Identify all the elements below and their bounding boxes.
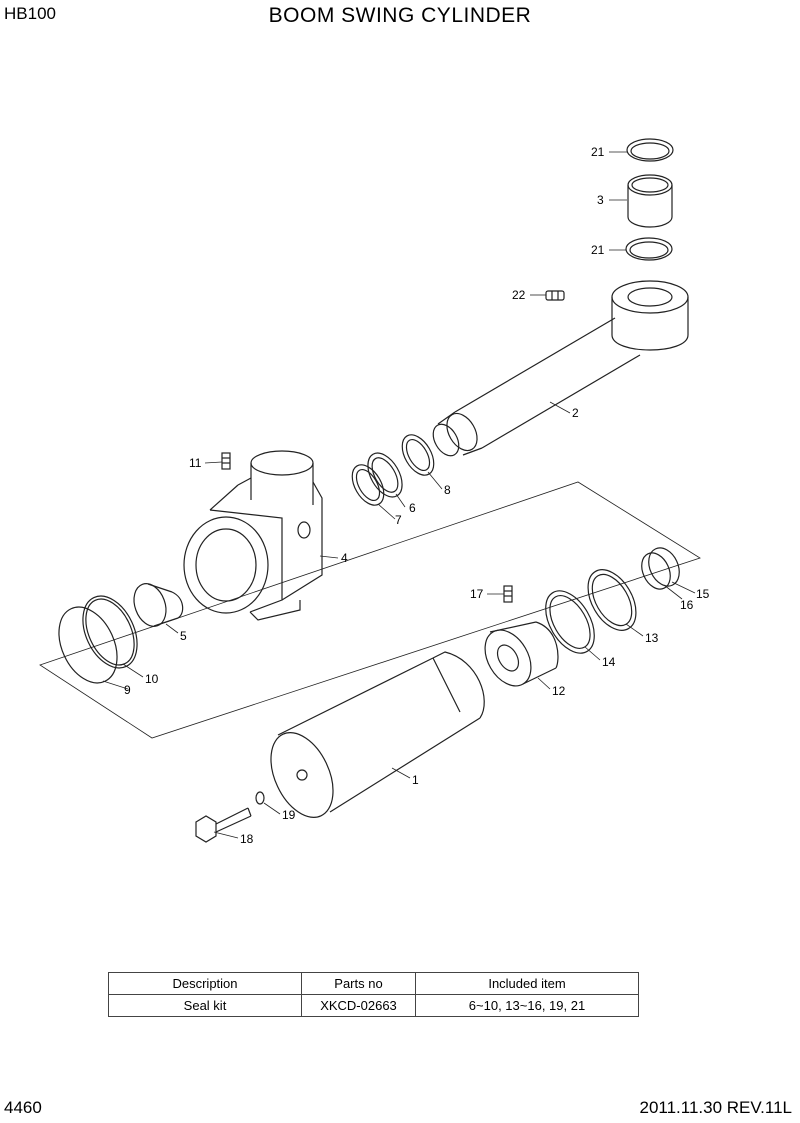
part-14-ring [545,590,595,654]
callout-8: 8 [444,483,451,497]
cell-included-item: 6~10, 13~16, 19, 21 [415,994,639,1017]
callout-13: 13 [645,631,659,645]
callout-21-upper: 21 [591,145,605,159]
callout-6: 6 [409,501,416,515]
callout-11: 11 [189,456,202,470]
part-4-gland [183,450,323,621]
callout-4: 4 [341,551,348,565]
callout-7: 7 [395,513,402,527]
header-included-item: Included item [415,972,639,995]
callout-16: 16 [680,598,694,612]
revision-date: 2011.11.30 REV.11L [639,1098,792,1117]
header-description: Description [108,972,302,995]
part-15-o-ring [648,547,680,587]
callout-14: 14 [602,655,616,669]
part-11-set-screw [221,452,231,470]
seal-kit-table: Description Parts no Included item Seal … [108,972,639,1017]
callout-10: 10 [145,672,159,686]
callout-15: 15 [696,587,710,601]
seal-kit-outline [39,481,701,739]
part-16-backup-ring [641,552,671,590]
callout-22: 22 [512,288,526,302]
callout-1: 1 [412,773,419,787]
part-21-ring-lower [625,237,673,261]
part-21-ring-upper [626,138,674,162]
callout-2: 2 [572,406,579,420]
part-18-bolt [195,807,252,843]
part-13-ring [587,569,637,631]
header-parts-no: Parts no [301,972,416,995]
callout-12: 12 [552,684,566,698]
table-header-row: Description Parts no Included item [108,972,639,995]
page-title: BOOM SWING CYLINDER [268,4,532,27]
model-code: HB100 [4,4,56,23]
part-22-grease-nipple [545,290,565,301]
callout-5: 5 [180,629,187,643]
callout-21-lower: 21 [591,243,605,257]
part-17-set-screw [503,585,513,603]
table-row: Seal kit XKCD-02663 6~10, 13~16, 19, 21 [108,994,639,1017]
callout-9: 9 [124,683,131,697]
part-5-bushing [133,583,184,627]
part-12-piston [484,621,559,687]
leader-lines [102,151,696,839]
part-19-o-ring [255,791,265,805]
callout-19: 19 [282,808,296,822]
part-3-bushing [627,174,673,228]
part-7-seal [351,464,385,506]
cell-parts-no: XKCD-02663 [301,994,416,1017]
part-2-piston-rod [432,280,689,457]
callout-18: 18 [240,832,254,846]
cell-description: Seal kit [108,994,302,1017]
part-6-seal [367,452,403,498]
part-1-cylinder-tube [270,651,485,818]
page-number: 4460 [4,1098,42,1117]
callout-labels: 21 3 21 22 2 8 6 7 11 4 15 16 13 17 14 1… [124,145,710,846]
callout-3: 3 [597,193,604,207]
callout-17: 17 [470,587,484,601]
part-8-seal [401,434,435,476]
